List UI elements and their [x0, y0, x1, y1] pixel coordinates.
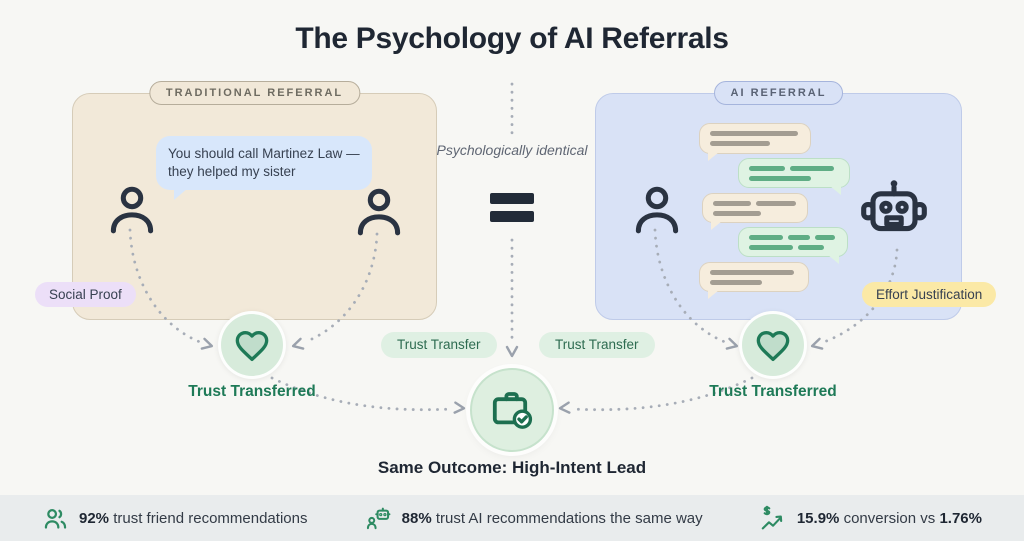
briefcase-check-icon: [492, 392, 533, 429]
trust-heart-badge-right: [739, 311, 807, 379]
person-icon: [357, 188, 401, 236]
referral-quote: You should call Martinez Law — they help…: [168, 146, 360, 180]
stat-value-2: 1.76%: [939, 509, 982, 527]
equivalence-note: Psychologically identical: [436, 142, 588, 158]
equals-icon: [490, 193, 534, 222]
page-title: The Psychology of AI Referrals: [295, 22, 729, 55]
ai-referral-label: AI REFERRAL: [713, 81, 844, 105]
referral-speech-bubble: You should call Martinez Law — they help…: [156, 136, 372, 201]
trust-heart-badge-left: [218, 311, 286, 379]
chat-bubble: [738, 158, 850, 195]
stat-ai-trust: 88% trust AI recommendations the same wa…: [365, 505, 703, 532]
chat-bubble: [699, 262, 809, 299]
outcome-label: Same Outcome: High-Intent Lead: [377, 458, 647, 477]
robot-icon: [861, 180, 927, 232]
person-icon: [635, 186, 679, 234]
chat-bubble: [699, 123, 811, 161]
effort-justification-tag: Effort Justification: [862, 282, 997, 307]
chat-bubble: [702, 193, 808, 230]
stat-text: trust AI recommendations the same way: [435, 509, 703, 527]
trust-transferred-label-right: Trust Transferred: [709, 383, 837, 400]
person-robot-icon: [366, 507, 391, 529]
outcome-badge: [470, 368, 554, 452]
stat-text: trust friend recommendations: [113, 509, 308, 527]
heart-icon: [235, 331, 269, 361]
trust-transfer-pill-left: Trust Transfer: [381, 332, 497, 358]
stat-value: 92%: [79, 509, 110, 527]
traditional-referral-label: TRADITIONAL REFERRAL: [148, 81, 361, 105]
chat-bubble: [738, 227, 848, 264]
stat-text: conversion vs: [843, 509, 936, 527]
dollar-trend-icon: [761, 505, 783, 529]
stats-bar: 92% trust friend recommendations 88% tru…: [0, 495, 1024, 541]
stat-friend-trust: 92% trust friend recommendations: [42, 505, 307, 532]
stat-conversion: 15.9% conversion vs 1.76%: [760, 505, 982, 532]
trust-transfer-pill-right: Trust Transfer: [539, 332, 655, 358]
heart-icon: [756, 331, 790, 361]
trust-transferred-label-left: Trust Transferred: [188, 383, 316, 400]
users-icon: [44, 508, 67, 529]
person-icon: [110, 186, 154, 234]
social-proof-tag: Social Proof: [35, 282, 136, 307]
stat-value: 15.9%: [796, 509, 840, 527]
stat-value: 88%: [401, 509, 432, 527]
